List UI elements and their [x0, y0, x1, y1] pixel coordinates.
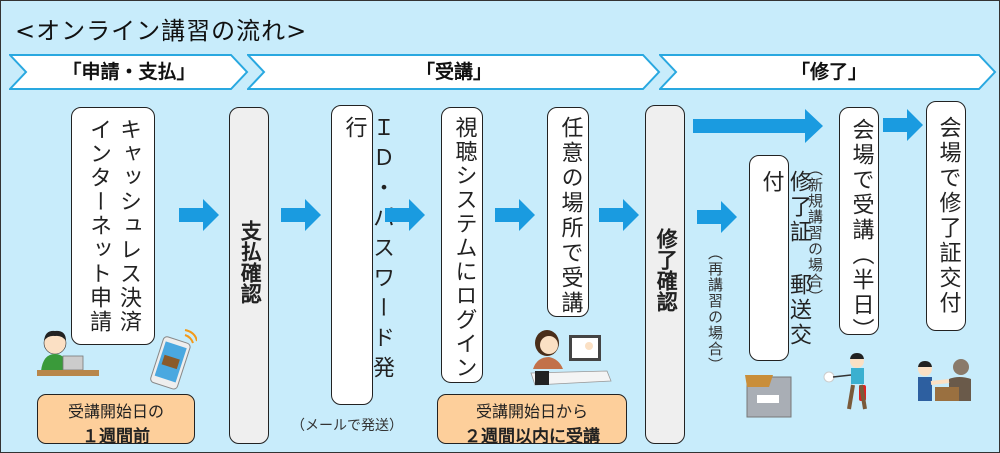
step-login-box: 視聴システムにログイン: [441, 107, 483, 383]
step-payment-check-box: 支払確認: [229, 107, 269, 444]
phase-label: 「受講」: [415, 61, 492, 83]
chevron-shape: [9, 54, 249, 90]
step-payment-check-label: 支払確認: [238, 220, 263, 304]
step-apply-line1: キャッシュレス決済: [116, 118, 141, 334]
smartphone-payment-illustration: [150, 329, 197, 390]
online-study-illustration: [530, 330, 612, 386]
diagram-title: <オンライン講習の流れ>: [15, 17, 308, 45]
step-id-issue-box: ＩＤ・パスワード発行: [331, 105, 394, 405]
step-login-label: 視聴システムにログイン: [451, 116, 477, 380]
arrow-right-long-icon: [693, 109, 823, 143]
step-cert-mail-box: 修了証 郵送交付: [749, 155, 811, 361]
step-venue-attend-label: 会場で受講（半日）: [848, 118, 874, 343]
arrow-right-icon: [495, 199, 535, 231]
chevron-shape: [659, 54, 997, 90]
arrow-right-icon: [179, 199, 219, 231]
note-within-two-weeks: 受講開始日から ２週間以内に受講: [437, 394, 627, 447]
email-caption: （メールで発送）: [291, 418, 403, 434]
step-venue-cert-box: 会場で修了証交付: [926, 101, 966, 331]
note-line2: ２週間以内に受講: [464, 427, 600, 447]
arrow-right-icon: [599, 199, 639, 231]
new-course-note: （新規講習の場合）: [806, 161, 824, 305]
arrow-right-icon: [883, 109, 923, 141]
phase-apply-pay: 「申請・支払」: [9, 54, 249, 90]
step-attend-anywhere-label: 任意の場所で受講: [557, 116, 583, 316]
note-line1: 受講開始日の: [67, 402, 164, 421]
arrow-right-icon: [385, 199, 425, 231]
certificate-handover-illustration: [918, 359, 971, 401]
mailbox-illustration: [745, 375, 792, 418]
note-line1: 受講開始日から: [475, 402, 588, 421]
retake-note: （再講習の場合）: [706, 245, 724, 373]
step-attend-anywhere-box: 任意の場所で受講: [547, 107, 589, 317]
step-cert-mail-label: 修了証 郵送交付: [758, 170, 812, 348]
arrow-right-icon: [281, 199, 321, 231]
step-completion-check-box: 修了確認: [645, 105, 685, 444]
step-id-issue-label: ＩＤ・パスワード発行: [341, 116, 395, 386]
note-one-week-before: 受講開始日の １週間前: [37, 394, 195, 447]
fire-extinguisher-training-illustration: [823, 353, 867, 410]
step-completion-check-label: 修了確認: [654, 228, 679, 312]
phase-label: 「申請・支払」: [62, 61, 196, 83]
phase-attend: 「受講」: [247, 54, 661, 90]
note-line2: １週間前: [82, 427, 150, 447]
step-apply-line2: インターネット申請: [86, 118, 111, 334]
phase-complete: 「修了」: [659, 54, 999, 90]
arrow-right-icon: [697, 201, 737, 233]
phase-label: 「修了」: [790, 61, 867, 83]
chevron-shape: [247, 54, 661, 90]
step-venue-attend-box: 会場で受講（半日）: [839, 107, 879, 343]
step-apply-box: キャッシュレス決済 インターネット申請: [71, 107, 155, 345]
person-laptop-illustration: [37, 330, 99, 376]
step-venue-cert-label: 会場で修了証交付: [935, 116, 961, 316]
